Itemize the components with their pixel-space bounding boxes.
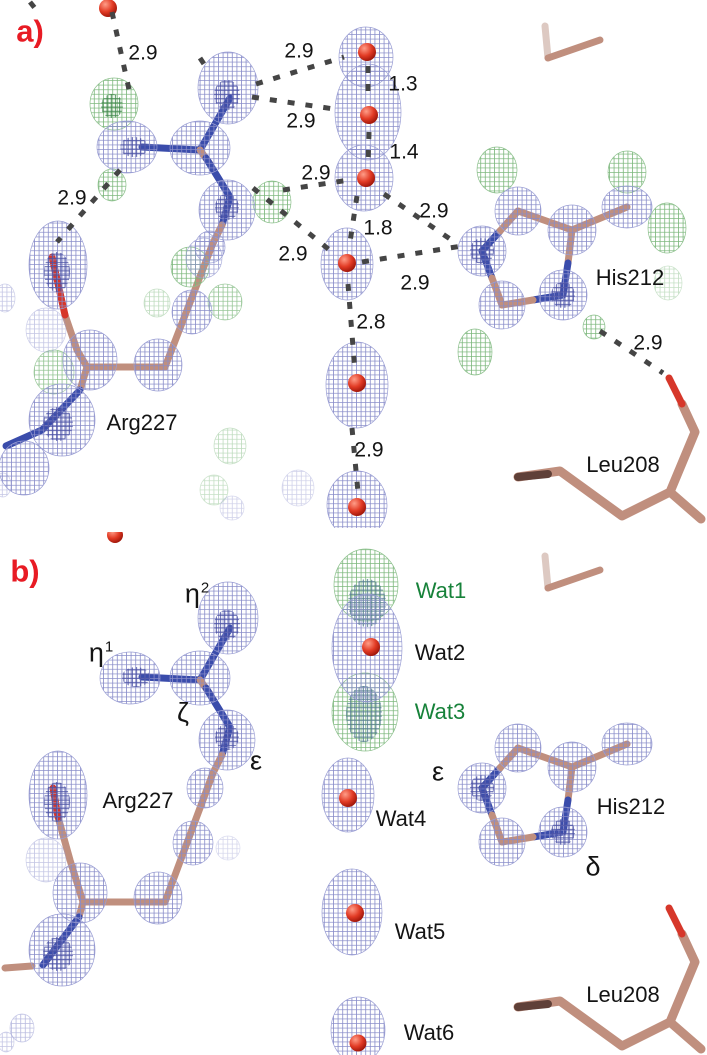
residue-label-arg227-a: Arg227 [106,410,178,435]
eta1-sup: 1 [104,638,114,656]
eta2-base: η [184,578,200,609]
residue-label-arg227-b: Arg227 [102,788,174,813]
atom-label-delta-his: δ [585,851,601,882]
water-label-wat4: Wat4 [375,806,427,831]
water-label-wat6: Wat6 [403,1020,455,1045]
distance-label: 2.9 [284,39,314,63]
panel-a-label: a) [16,13,44,49]
distance-label: 2.9 [57,186,87,210]
eta2-sup: 2 [200,579,210,597]
atom-label-epsilon-his: ε [431,756,445,787]
water-label-wat5: Wat5 [394,919,446,944]
panel-b-label: b) [10,553,40,589]
residue-label-leu208-b: Leu208 [586,982,660,1007]
distance-label: 2.9 [286,109,316,133]
residue-label-his212-b: His212 [596,794,666,819]
distance-label: 2.9 [400,271,430,295]
backbone-stub-a [541,22,604,62]
distance-label: 2.9 [128,41,158,65]
atom-label-zeta: ζ [177,697,189,728]
backbone-stub-b [541,552,604,592]
distance-label: 2.9 [419,199,449,223]
atom-label-epsilon-arg: ε [249,745,263,776]
green-density-a [33,77,687,506]
eta1-base: η [88,637,104,668]
distance-label: 2.9 [301,161,331,185]
distance-label: 2.9 [278,242,308,266]
distance-label: 1.4 [389,140,419,164]
hydrogen-bond-dashes-a [28,0,665,493]
water-label-wat3: Wat3 [414,699,466,724]
water-oxygens-b [107,532,380,1052]
leu208-sticks-a [513,374,706,524]
distance-label: 1.3 [388,72,418,96]
residue-label-his212-a: His212 [595,265,665,290]
water-oxygens-a [99,0,378,516]
blue-density-a [0,26,653,528]
atom-label-eta1: η1 [88,637,114,668]
leu208-sticks-b [513,904,706,1054]
atom-label-eta2: η2 [184,578,210,609]
distance-label: 1.8 [363,216,393,240]
distance-label: 2.9 [354,438,384,462]
distance-label: 2.9 [633,331,663,355]
panel-b-art [0,532,706,1055]
water-label-wat1: Wat1 [415,578,467,603]
panel-a-art [0,0,706,528]
residue-label-leu208-a: Leu208 [586,452,660,477]
water-label-wat2: Wat2 [414,640,466,665]
distance-label: 2.8 [356,310,386,334]
